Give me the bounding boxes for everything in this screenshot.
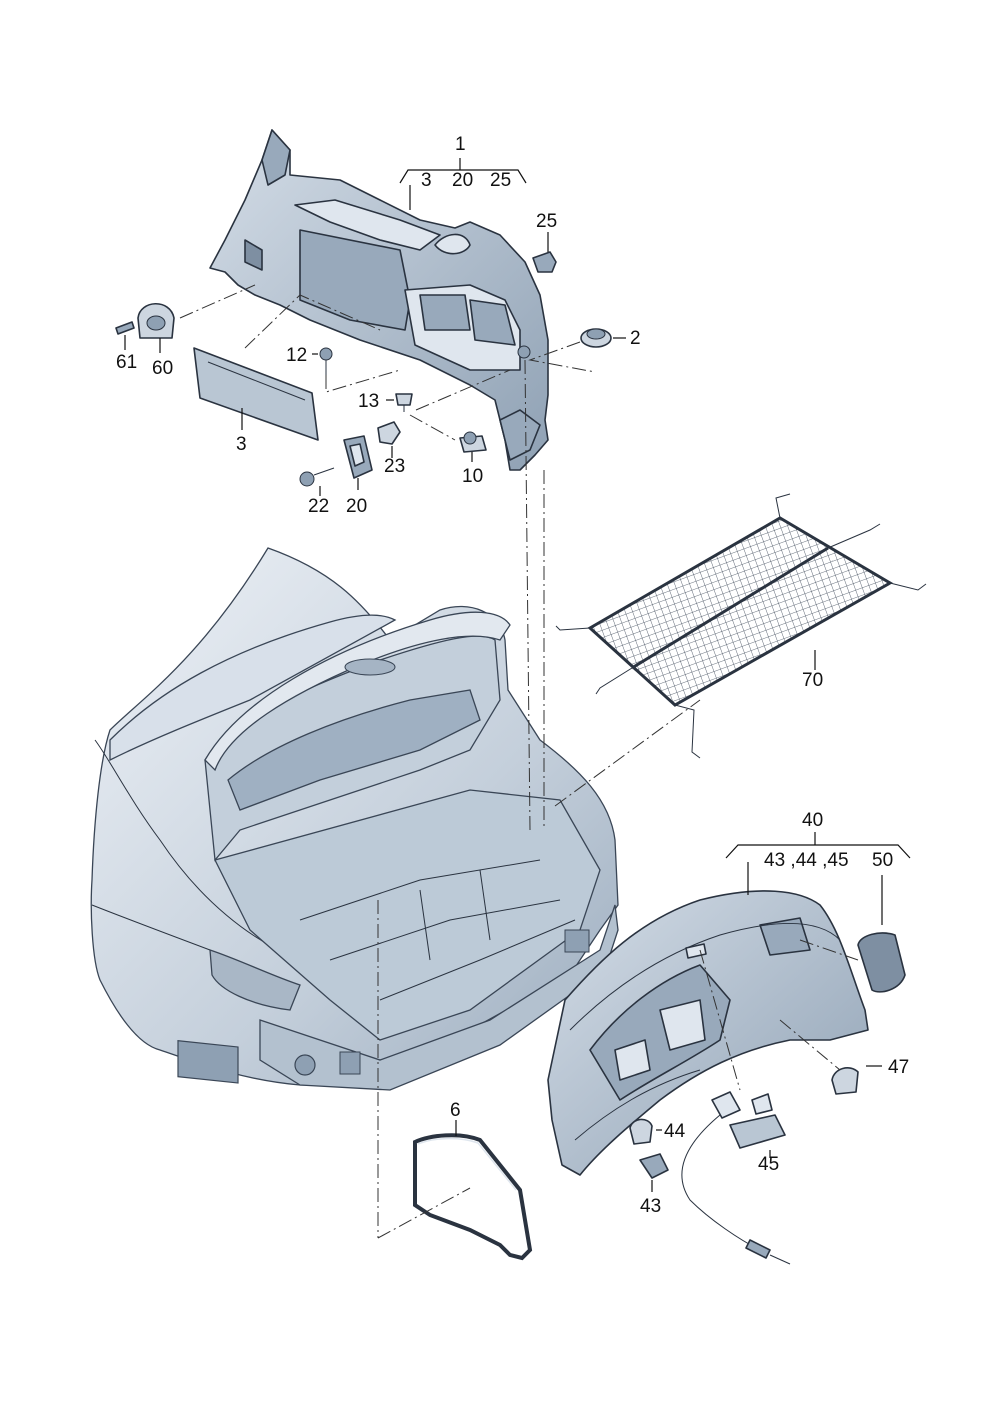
callout-3a: 3 [421, 170, 432, 191]
assembly-lines-top [179, 284, 596, 831]
part-10-clip: 10 [459, 431, 487, 487]
part-45-handle: 45 [681, 949, 791, 1265]
callout-43-44-45: 43 ,44 ,45 [764, 850, 849, 871]
callout-60: 60 [152, 358, 173, 379]
callout-3: 3 [236, 434, 247, 455]
part-2-grommet: 2 [580, 328, 641, 349]
part-60-anchor: 60 [137, 303, 175, 379]
callout-40: 40 [802, 810, 823, 831]
part-47-clip: 47 [779, 1019, 909, 1095]
car-body-rear [90, 547, 619, 1091]
part-40-lid-trim [547, 890, 869, 1176]
callout-group-40: 40 43 ,44 ,45 50 [725, 810, 911, 925]
callout-2: 2 [630, 328, 641, 349]
part-43-clip: 43 [639, 1153, 669, 1217]
part-22-screw: 22 [299, 467, 335, 517]
part-6-frame: 6 [377, 900, 533, 1261]
callout-70: 70 [802, 670, 823, 691]
callout-6: 6 [450, 1100, 461, 1121]
part-12-screw: 12 [286, 345, 333, 375]
part-50-pad [799, 932, 906, 993]
callout-47: 47 [888, 1057, 909, 1078]
callout-44: 44 [664, 1121, 686, 1142]
part-61-screw: 61 [115, 321, 137, 373]
part-44-grommet: 44 [629, 1118, 686, 1145]
part-3-panel: 3 [193, 347, 319, 455]
callout-12: 12 [286, 345, 307, 366]
callout-20a: 20 [452, 170, 473, 191]
callout-20: 20 [346, 496, 367, 517]
callout-22: 22 [308, 496, 329, 517]
callout-45: 45 [758, 1154, 779, 1175]
callout-43: 43 [640, 1196, 661, 1217]
callout-1: 1 [455, 134, 466, 155]
part-13-clip: 13 [358, 391, 413, 412]
callout-10: 10 [462, 466, 483, 487]
part-20-bracket: 20 [343, 435, 373, 517]
callout-61: 61 [116, 352, 137, 373]
part-70-cargo-net: 70 [554, 493, 927, 807]
part-23-clip: 23 [377, 421, 405, 477]
part-1-side-trim [209, 129, 549, 471]
callout-50: 50 [872, 850, 893, 871]
callout-25: 25 [536, 211, 557, 232]
callout-23: 23 [384, 456, 405, 477]
callout-group-1: 1 3 20 25 [399, 134, 527, 210]
part-25-clip: 25 [532, 211, 557, 273]
callout-25a: 25 [490, 170, 511, 191]
callout-13: 13 [358, 391, 379, 412]
